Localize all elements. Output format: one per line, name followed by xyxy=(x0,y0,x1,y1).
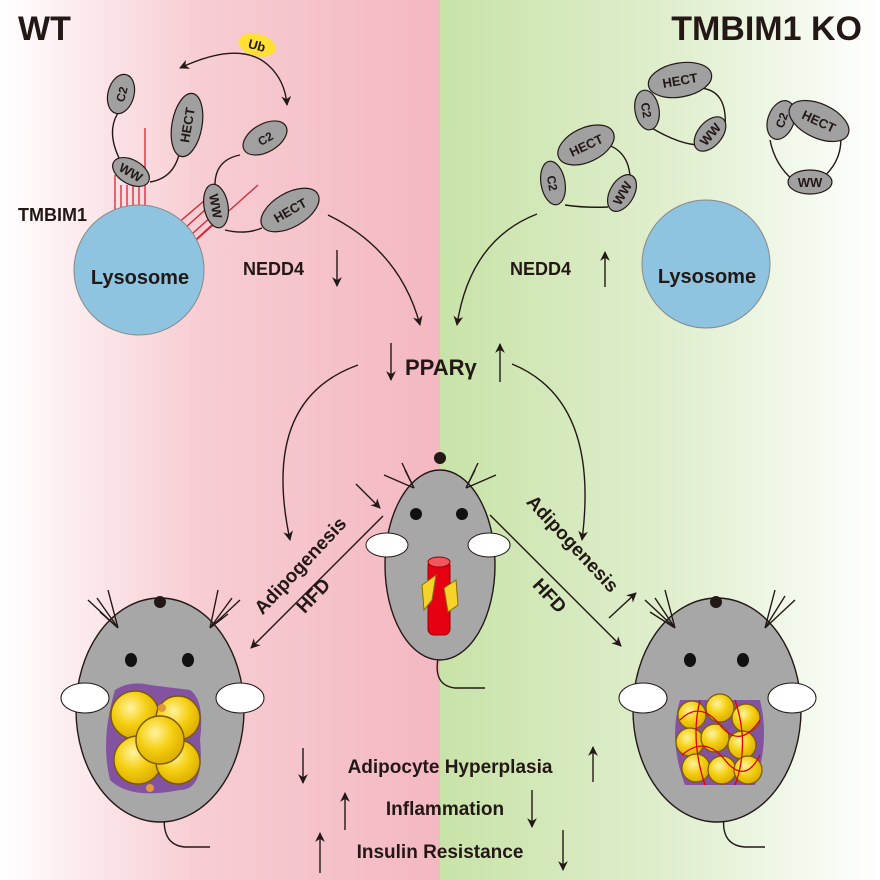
center-mouse xyxy=(365,452,511,689)
lysosome-ko: Lysosome xyxy=(641,199,771,329)
ko-lean-mouse xyxy=(618,589,817,848)
svg-text:Lysosome: Lysosome xyxy=(91,267,189,289)
nedd4-to-ppar-arrow-wt xyxy=(327,214,423,326)
large-adipocytes xyxy=(106,683,202,794)
nedd4-free-1: HECT C2 WW xyxy=(539,124,638,212)
svg-text:Ub: Ub xyxy=(247,36,268,55)
lysosome-wt: Lysosome xyxy=(73,204,205,336)
hect-domain: HECT xyxy=(557,124,615,166)
hect-domain: HECT xyxy=(260,187,320,233)
ppar-label: PPARγ xyxy=(405,355,477,380)
svg-text:C2: C2 xyxy=(255,129,276,149)
nedd4-bound-2: C2 WW HECT xyxy=(202,120,320,233)
nedd4-free-3: C2 HECT WW xyxy=(766,99,850,195)
blood-vessel xyxy=(421,556,459,636)
ubiquitin: Ub xyxy=(238,33,276,57)
outcome-label: Adipocyte Hyperplasia xyxy=(348,757,553,778)
svg-text:C2: C2 xyxy=(638,101,655,119)
svg-text:C2: C2 xyxy=(113,85,131,104)
svg-text:WW: WW xyxy=(798,175,823,190)
outcome-label: Inflammation xyxy=(386,799,504,820)
nedd4-bound-1: C2 HECT WW xyxy=(106,73,204,188)
wt-adipogenesis-small-arrow xyxy=(355,483,381,509)
c2-domain: C2 xyxy=(242,120,288,156)
ko-adipogenesis-small-arrow xyxy=(608,592,637,619)
c2-domain: C2 xyxy=(766,100,796,140)
ub-transfer-arrow xyxy=(179,52,292,106)
ww-domain: WW xyxy=(787,169,833,195)
outcomes: Adipocyte Hyperplasia Inflammation Insul… xyxy=(298,746,598,873)
svg-text:C2: C2 xyxy=(544,174,561,192)
svg-text:HECT: HECT xyxy=(661,70,699,91)
ww-domain: WW xyxy=(202,183,230,229)
hect-domain: HECT xyxy=(647,61,713,99)
ppar-to-ko-arrow xyxy=(511,363,588,541)
hect-domain: HECT xyxy=(170,92,204,158)
wt-title: WT xyxy=(18,10,71,48)
c2-domain: C2 xyxy=(634,89,660,131)
nedd4-wt-label: NEDD4 xyxy=(243,259,304,279)
ko-title: TMBIM1 KO xyxy=(671,10,862,48)
outcome-label: Insulin Resistance xyxy=(357,842,524,863)
svg-text:Lysosome: Lysosome xyxy=(658,266,756,288)
nedd4-ko-label: NEDD4 xyxy=(510,259,571,279)
hect-domain: HECT xyxy=(788,99,850,143)
c2-domain: C2 xyxy=(539,160,567,206)
svg-text:C2: C2 xyxy=(773,110,792,130)
tmbim1-label: TMBIM1 xyxy=(18,205,87,225)
c2-domain: C2 xyxy=(106,73,136,115)
wt-hfd-arrow xyxy=(250,515,384,649)
svg-text:HECT: HECT xyxy=(177,106,198,144)
ppar-to-wt-arrow xyxy=(282,364,359,541)
wt-obese-mouse xyxy=(60,589,265,848)
small-adipocytes xyxy=(675,693,764,786)
nedd4-free-2: HECT C2 WW xyxy=(634,61,727,152)
ko-hfd-arrow xyxy=(489,514,622,647)
svg-text:WW: WW xyxy=(206,193,225,220)
nedd4-to-ppar-arrow-ko xyxy=(453,213,538,326)
